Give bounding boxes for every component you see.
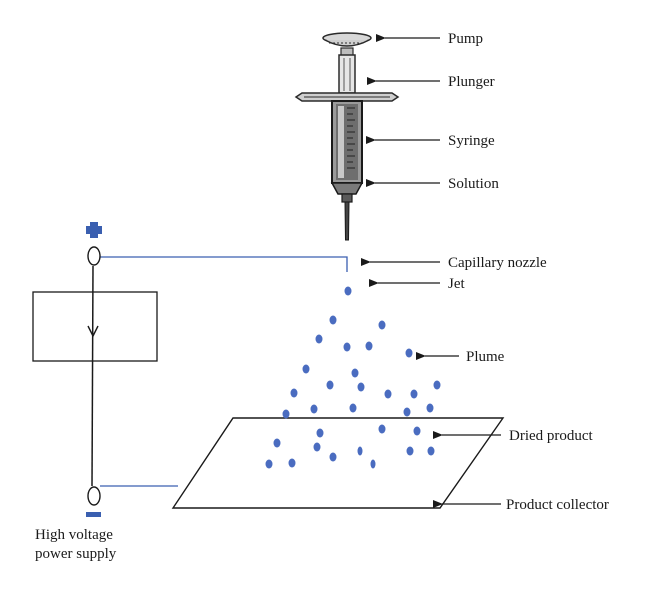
- plus-sign-icon: [86, 222, 102, 238]
- circuit: [32, 222, 348, 517]
- droplet: [413, 426, 421, 436]
- minus-sign-icon: [86, 512, 101, 517]
- droplet: [288, 458, 296, 468]
- label-plume: Plume: [466, 349, 505, 365]
- label-dried-product: Dried product: [509, 428, 594, 444]
- droplet: [384, 389, 392, 399]
- droplet: [282, 409, 290, 419]
- droplet: [343, 342, 351, 352]
- droplet: [351, 368, 359, 378]
- syringe-assembly: [294, 32, 400, 241]
- positive-wire: [100, 256, 348, 272]
- droplet: [378, 320, 386, 330]
- droplet: [403, 407, 411, 417]
- droplet: [290, 388, 298, 398]
- label-syringe: Syringe: [448, 133, 495, 149]
- pump-knob: [322, 32, 372, 57]
- plume-droplets: [265, 286, 441, 469]
- label-power-supply-line2: power supply: [35, 546, 117, 562]
- finger-flange: [294, 92, 400, 102]
- droplet: [433, 380, 441, 390]
- product-collector-plate: [171, 417, 505, 509]
- droplet: [310, 404, 318, 414]
- droplet: [265, 459, 273, 469]
- capillary-needle: [344, 201, 350, 241]
- label-jet: Jet: [448, 276, 465, 292]
- droplet: [316, 428, 324, 438]
- droplet: [313, 442, 321, 452]
- droplet: [326, 380, 334, 390]
- droplet: [406, 446, 414, 456]
- text-labels: Pump Plunger Syringe Solution Capillary …: [35, 31, 609, 562]
- droplet: [302, 364, 310, 374]
- current-arrow-icon: [87, 325, 99, 338]
- droplet: [370, 459, 376, 469]
- droplet: [378, 424, 386, 434]
- positive-terminal: [87, 246, 101, 266]
- supply-conductor: [91, 265, 94, 487]
- droplet: [344, 286, 352, 296]
- power-supply-box: [32, 291, 158, 362]
- label-solution: Solution: [448, 176, 499, 192]
- droplet: [405, 348, 413, 358]
- droplet: [357, 382, 365, 392]
- label-pump: Pump: [448, 31, 483, 47]
- negative-terminal: [87, 486, 101, 506]
- label-plunger: Plunger: [448, 74, 495, 90]
- droplet: [329, 315, 337, 325]
- syringe-barrel: [331, 100, 363, 184]
- droplet: [357, 446, 363, 456]
- plunger-rod: [338, 54, 356, 94]
- label-arrows: [361, 34, 501, 508]
- label-capillary-nozzle: Capillary nozzle: [448, 255, 547, 271]
- droplet: [273, 438, 281, 448]
- label-power-supply-line1: High voltage: [35, 527, 113, 543]
- droplet: [329, 452, 337, 462]
- droplet: [365, 341, 373, 351]
- droplet: [410, 389, 418, 399]
- droplet: [426, 403, 434, 413]
- droplet: [315, 334, 323, 344]
- label-product-collector: Product collector: [506, 497, 609, 513]
- droplet: [349, 403, 357, 413]
- syringe-tip: [330, 182, 364, 203]
- droplet: [427, 446, 435, 456]
